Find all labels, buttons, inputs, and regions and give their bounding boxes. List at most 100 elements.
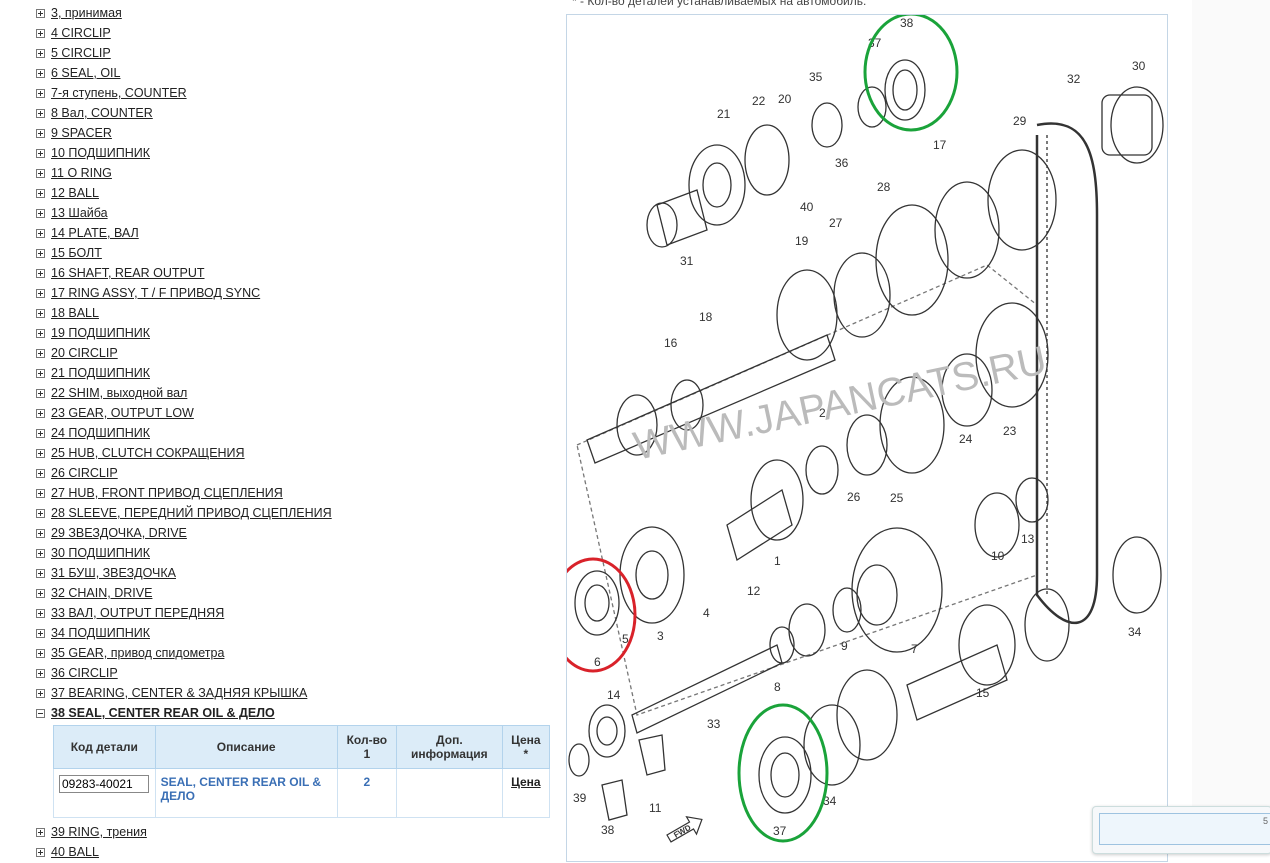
expand-icon[interactable] xyxy=(36,208,45,218)
expand-icon[interactable] xyxy=(36,827,45,837)
tree-item-label[interactable]: 24 ПОДШИПНИК xyxy=(51,426,150,440)
expand-icon[interactable] xyxy=(36,688,45,698)
tree-item-label[interactable]: 20 CIRCLIP xyxy=(51,346,118,360)
tree-item[interactable]: 15 БОЛТ xyxy=(36,243,556,263)
tree-item[interactable]: 29 ЗВЕЗДОЧКА, DRIVE xyxy=(36,523,556,543)
expand-icon[interactable] xyxy=(36,188,45,198)
tree-item-label[interactable]: 6 SEAL, OIL xyxy=(51,66,121,80)
part-number-label[interactable]: 38 xyxy=(601,823,615,837)
expand-icon[interactable] xyxy=(36,148,45,158)
part-number-label[interactable]: 39 xyxy=(573,791,587,805)
popup-widget[interactable]: 5 xyxy=(1092,806,1270,854)
part-number-label[interactable]: 18 xyxy=(699,310,713,324)
part-number-label[interactable]: 3 xyxy=(657,629,664,643)
tree-item[interactable]: 28 SLEEVE, ПЕРЕДНИЙ ПРИВОД СЦЕПЛЕНИЯ xyxy=(36,503,556,523)
expand-icon[interactable] xyxy=(36,408,45,418)
tree-item-label[interactable]: 27 HUB, FRONT ПРИВОД СЦЕПЛЕНИЯ xyxy=(51,486,283,500)
tree-item-label[interactable]: 40 BALL xyxy=(51,845,99,859)
tree-item-label[interactable]: 22 SHIM, выходной вал xyxy=(51,386,188,400)
part-number-label[interactable]: 37 xyxy=(773,824,787,838)
tree-item-label[interactable]: 30 ПОДШИПНИК xyxy=(51,546,150,560)
tree-item-label[interactable]: 12 BALL xyxy=(51,186,99,200)
tree-item[interactable]: 11 O RING xyxy=(36,163,556,183)
tree-item-label[interactable]: 14 PLATE, ВАЛ xyxy=(51,226,139,240)
tree-item[interactable]: 20 CIRCLIP xyxy=(36,343,556,363)
expand-icon[interactable] xyxy=(36,608,45,618)
expand-icon[interactable] xyxy=(36,228,45,238)
part-number-label[interactable]: 27 xyxy=(829,216,843,230)
part-number-label[interactable]: 30 xyxy=(1132,59,1146,73)
expand-icon[interactable] xyxy=(36,847,45,857)
expand-icon[interactable] xyxy=(36,548,45,558)
tree-item[interactable]: 9 SPACER xyxy=(36,123,556,143)
tree-item-label[interactable]: 3, принимая xyxy=(51,6,122,20)
tree-item[interactable]: 25 HUB, CLUTCH СОКРАЩЕНИЯ xyxy=(36,443,556,463)
part-number-label[interactable]: 16 xyxy=(664,336,678,350)
tree-item[interactable]: 23 GEAR, OUTPUT LOW xyxy=(36,403,556,423)
expand-icon[interactable] xyxy=(36,8,45,18)
tree-item-label[interactable]: 35 GEAR, привод спидометра xyxy=(51,646,225,660)
tree-item[interactable]: 24 ПОДШИПНИК xyxy=(36,423,556,443)
tree-item[interactable]: 40 BALL xyxy=(36,842,556,862)
tree-item[interactable]: 33 ВАЛ, OUTPUT ПЕРЕДНЯЯ xyxy=(36,603,556,623)
part-code-field[interactable] xyxy=(59,775,149,793)
popup-inner-field[interactable]: 5 xyxy=(1099,813,1270,845)
part-number-label[interactable]: 33 xyxy=(707,717,721,731)
part-number-label[interactable]: 25 xyxy=(890,491,904,505)
tree-item[interactable]: 17 RING ASSY, T / F ПРИВОД SYNC xyxy=(36,283,556,303)
tree-item-label[interactable]: 9 SPACER xyxy=(51,126,112,140)
tree-item[interactable]: 30 ПОДШИПНИК xyxy=(36,543,556,563)
tree-item-label[interactable]: 16 SHAFT, REAR OUTPUT xyxy=(51,266,205,280)
expand-icon[interactable] xyxy=(36,388,45,398)
part-number-label[interactable]: 6 xyxy=(594,655,601,669)
tree-item[interactable]: 19 ПОДШИПНИК xyxy=(36,323,556,343)
tree-item-label[interactable]: 15 БОЛТ xyxy=(51,246,102,260)
expand-icon[interactable] xyxy=(36,268,45,278)
part-number-label[interactable]: 26 xyxy=(847,490,861,504)
expand-icon[interactable] xyxy=(36,28,45,38)
part-number-label[interactable]: 13 xyxy=(1021,532,1035,546)
expand-icon[interactable] xyxy=(36,128,45,138)
tree-item[interactable]: 26 CIRCLIP xyxy=(36,463,556,483)
tree-item-label[interactable]: 23 GEAR, OUTPUT LOW xyxy=(51,406,194,420)
part-number-label[interactable]: 23 xyxy=(1003,424,1017,438)
part-number-label[interactable]: 1 xyxy=(774,554,781,568)
expand-icon[interactable] xyxy=(36,508,45,518)
part-number-label[interactable]: 31 xyxy=(680,254,694,268)
tree-item[interactable]: 32 CHAIN, DRIVE xyxy=(36,583,556,603)
tree-item[interactable]: 37 BEARING, CENTER & ЗАДНЯЯ КРЫШКА xyxy=(36,683,556,703)
expand-icon[interactable] xyxy=(36,68,45,78)
tree-item-label[interactable]: 38 SEAL, CENTER REAR OIL & ДЕЛО xyxy=(51,706,275,720)
expand-icon[interactable] xyxy=(36,308,45,318)
part-number-label[interactable]: 29 xyxy=(1013,114,1027,128)
part-number-label[interactable]: 19 xyxy=(795,234,809,248)
tree-item[interactable]: 16 SHAFT, REAR OUTPUT xyxy=(36,263,556,283)
part-number-label[interactable]: 10 xyxy=(991,549,1005,563)
tree-item[interactable]: 27 HUB, FRONT ПРИВОД СЦЕПЛЕНИЯ xyxy=(36,483,556,503)
tree-item-label[interactable]: 37 BEARING, CENTER & ЗАДНЯЯ КРЫШКА xyxy=(51,686,308,700)
tree-item[interactable]: 34 ПОДШИПНИК xyxy=(36,623,556,643)
tree-item-label[interactable]: 39 RING, трения xyxy=(51,825,147,839)
expand-icon[interactable] xyxy=(36,648,45,658)
tree-item-label[interactable]: 19 ПОДШИПНИК xyxy=(51,326,150,340)
part-number-label[interactable]: 38 xyxy=(900,16,914,30)
expand-icon[interactable] xyxy=(36,288,45,298)
part-number-label[interactable]: 9 xyxy=(841,639,848,653)
tree-item-label[interactable]: 18 BALL xyxy=(51,306,99,320)
expand-icon[interactable] xyxy=(36,168,45,178)
tree-item[interactable]: 12 BALL xyxy=(36,183,556,203)
tree-item[interactable]: 6 SEAL, OIL xyxy=(36,63,556,83)
expand-icon[interactable] xyxy=(36,488,45,498)
tree-item[interactable]: 10 ПОДШИПНИК xyxy=(36,143,556,163)
tree-item[interactable]: 39 RING, трения xyxy=(36,822,556,842)
part-number-label[interactable]: 21 xyxy=(717,107,731,121)
expand-icon[interactable] xyxy=(36,468,45,478)
part-number-label[interactable]: 32 xyxy=(1067,72,1081,86)
part-number-label[interactable]: 34 xyxy=(1128,625,1142,639)
part-number-label[interactable]: 34 xyxy=(823,794,837,808)
tree-item[interactable]: 18 BALL xyxy=(36,303,556,323)
tree-item-label[interactable]: 36 CIRCLIP xyxy=(51,666,118,680)
tree-item[interactable]: 3, принимая xyxy=(36,3,556,23)
tree-item[interactable]: 22 SHIM, выходной вал xyxy=(36,383,556,403)
expand-icon[interactable] xyxy=(36,108,45,118)
